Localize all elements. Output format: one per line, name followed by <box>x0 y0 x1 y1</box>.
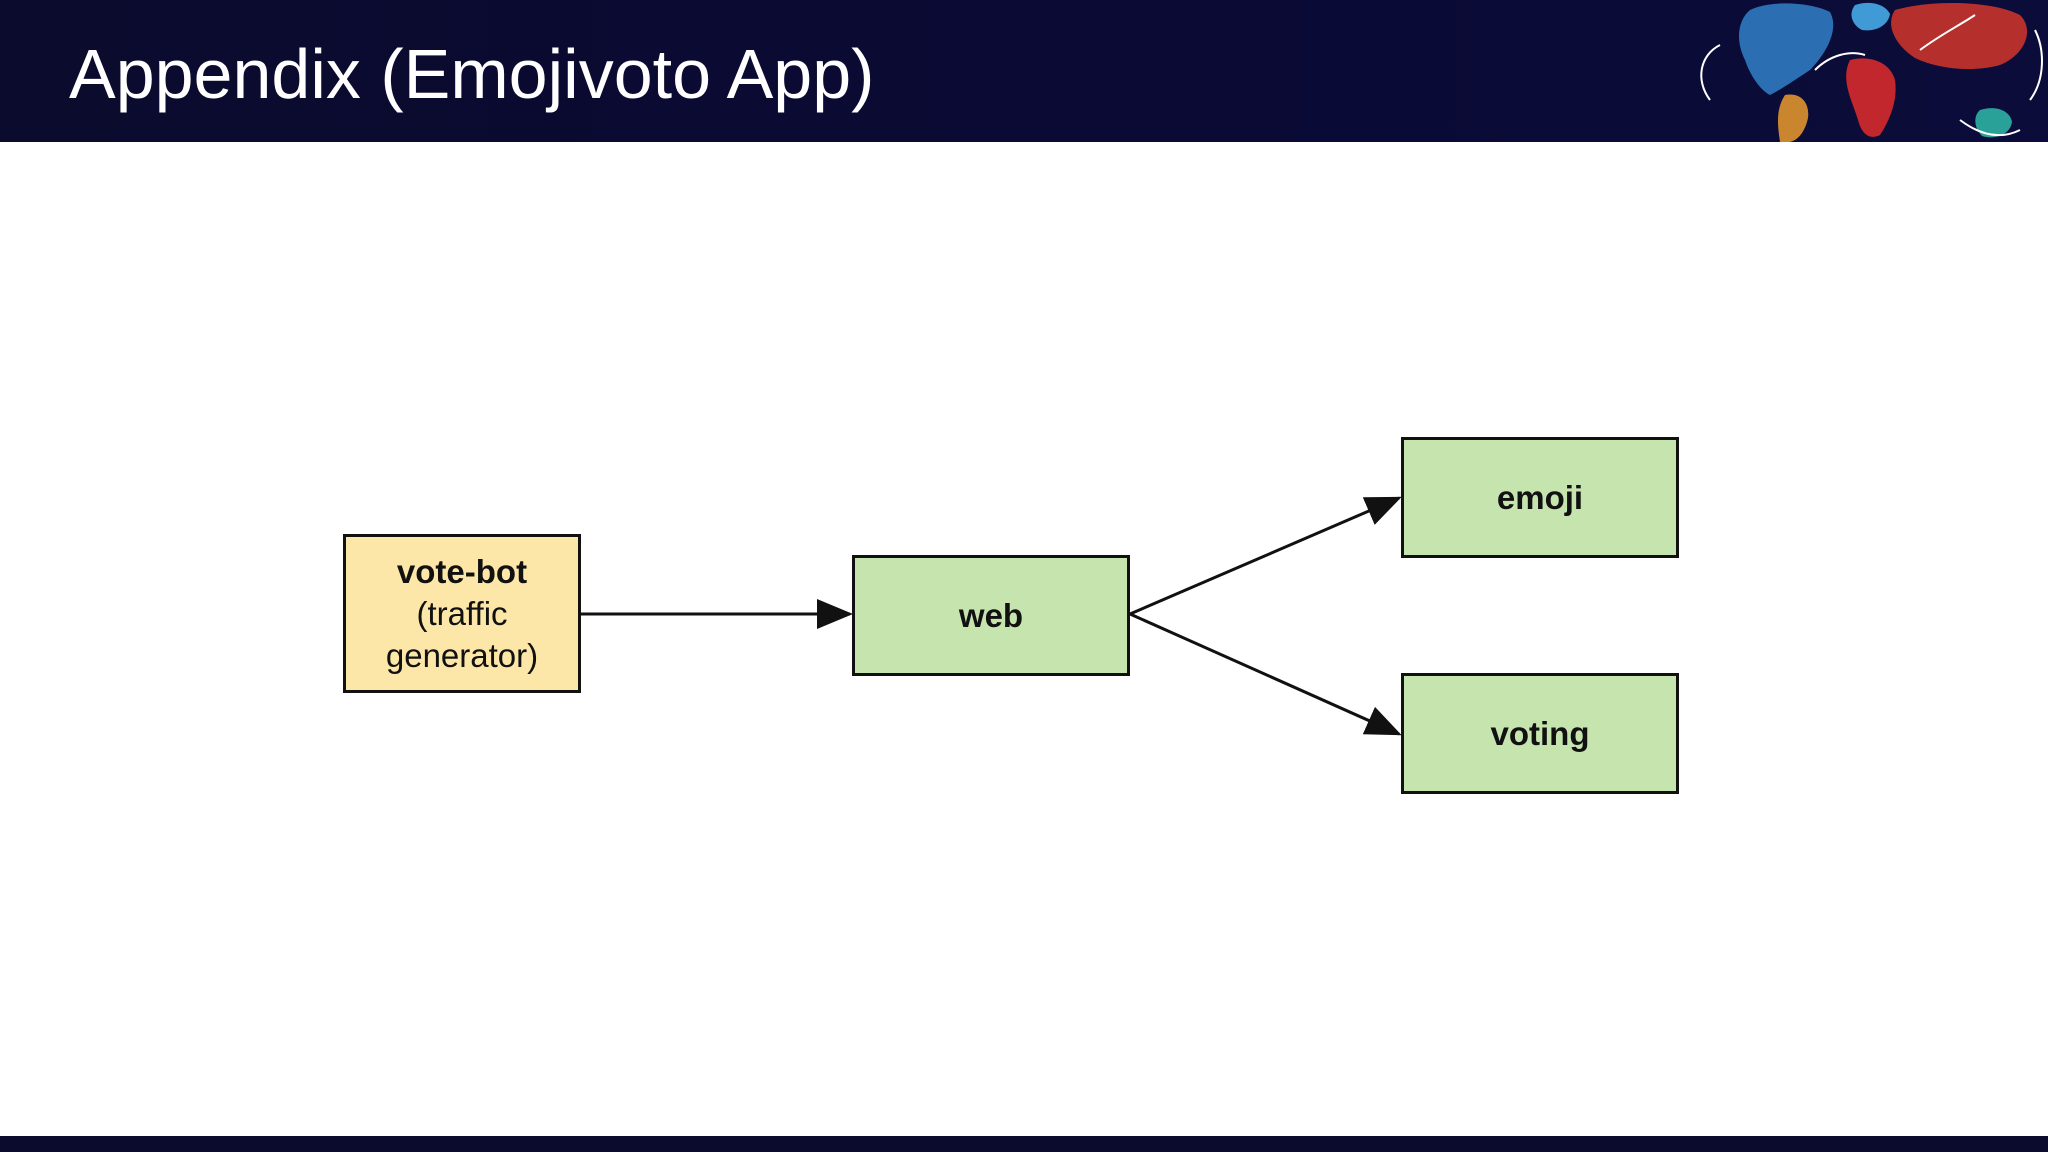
vote-bot-node: vote-bot (traffic generator) <box>343 534 581 693</box>
voting-node: voting <box>1401 673 1679 794</box>
slide-header: Appendix (Emojivoto App) <box>0 0 2048 142</box>
architecture-diagram: vote-bot (traffic generator) web emoji v… <box>0 142 2048 1136</box>
edge-web-to-emoji <box>1129 496 1402 616</box>
footer-bar <box>0 1136 2048 1152</box>
slide-title: Appendix (Emojivoto App) <box>69 35 875 113</box>
emoji-node: emoji <box>1401 437 1679 558</box>
world-map-graphic <box>1700 2 2043 142</box>
vote-bot-node-subtitle: (traffic generator) <box>385 594 539 674</box>
diagram-edges <box>581 496 1402 736</box>
web-node-title: web <box>958 596 1024 634</box>
edge-web-to-voting <box>1129 612 1402 736</box>
voting-node-title: voting <box>1490 714 1590 752</box>
vote-bot-node-title: vote-bot <box>396 552 528 590</box>
emoji-node-title: emoji <box>1496 478 1584 516</box>
web-node: web <box>852 555 1130 676</box>
